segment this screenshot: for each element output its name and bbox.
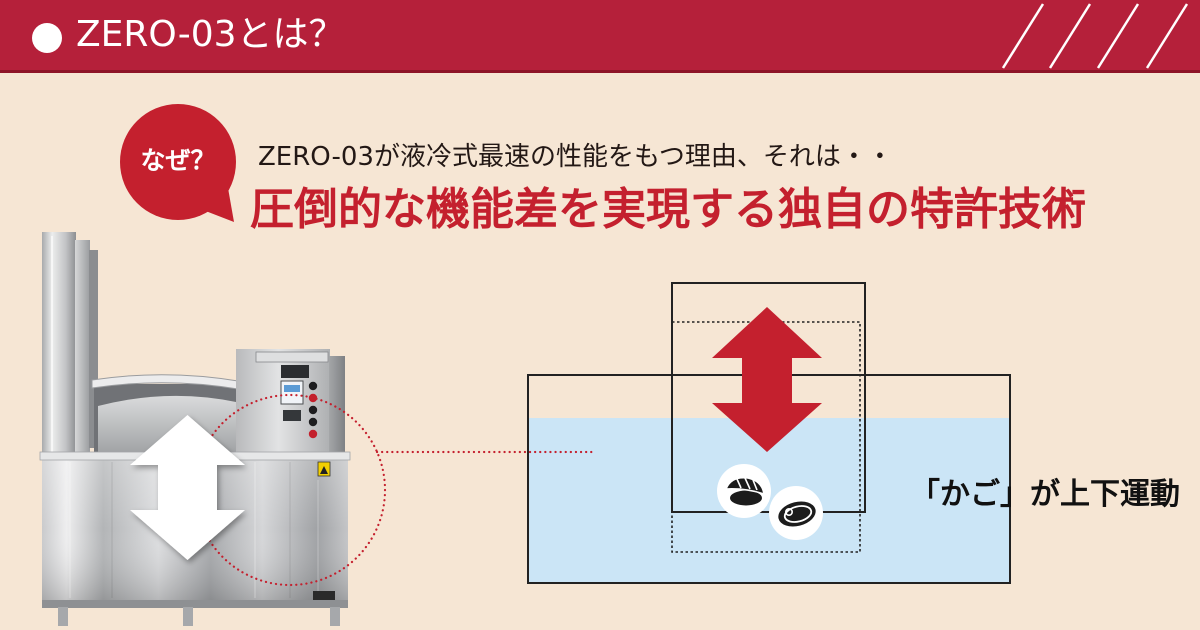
control-display-panel xyxy=(280,380,304,405)
slash-line xyxy=(1048,3,1092,69)
speech-bubble-tail xyxy=(203,188,234,222)
slash-line xyxy=(1145,3,1189,69)
section-title: ZERO-03とは？ xyxy=(76,14,345,55)
slash-line xyxy=(1001,3,1045,69)
circle-bullet-icon xyxy=(32,23,62,53)
machine-lid-panel xyxy=(42,232,76,460)
sushi-rice xyxy=(730,490,762,506)
headline: 圧倒的な機能差を実現する独自の特許技術 xyxy=(250,184,1086,235)
basket-motion-caption: 「かご」が上下運動 xyxy=(910,477,1180,512)
control-counter-unit xyxy=(283,410,301,421)
control-button xyxy=(308,429,318,439)
sushi-icon xyxy=(717,464,771,518)
warning-sticker-symbol xyxy=(320,466,328,474)
zoom-callout-circle xyxy=(193,393,387,587)
control-label-plate xyxy=(255,351,329,363)
basket-motion-diagram xyxy=(527,282,1011,584)
machine-lid-panel xyxy=(89,250,98,448)
machine-leg xyxy=(330,607,340,626)
machine-lid-panel xyxy=(75,240,90,454)
control-button xyxy=(308,417,318,427)
control-timer-unit xyxy=(281,365,309,378)
machine-up-down-arrow-icon xyxy=(130,415,245,560)
machine-name-plate xyxy=(313,591,335,600)
section-header: ZERO-03とは？ xyxy=(0,0,1200,73)
machine-base-frame xyxy=(42,600,348,608)
control-button xyxy=(308,381,318,391)
basket-lower-position xyxy=(671,321,861,553)
why-bubble-label: なぜ？ xyxy=(140,146,216,175)
steak-bone xyxy=(784,507,793,516)
why-speech-bubble xyxy=(120,104,236,222)
speech-bubble-body xyxy=(120,104,236,220)
basket-upper-position xyxy=(671,282,866,513)
control-display-screen xyxy=(284,385,300,392)
diagonal-slashes-icon xyxy=(1001,3,1189,69)
control-button xyxy=(308,405,318,415)
machine-control-box-side xyxy=(329,356,345,459)
lead-text: ZERO-03が液冷式最速の性能をもつ理由、それは・・ xyxy=(258,142,893,172)
steak-icon xyxy=(769,486,823,540)
machine-body-streaks xyxy=(69,462,319,598)
basket-up-down-arrow-icon xyxy=(712,307,822,452)
machine-leg xyxy=(58,607,68,626)
steak-fat-line xyxy=(783,505,813,523)
machine-leg xyxy=(183,607,193,626)
sushi-topping-stripes xyxy=(736,477,758,491)
slash-line xyxy=(1096,3,1140,69)
